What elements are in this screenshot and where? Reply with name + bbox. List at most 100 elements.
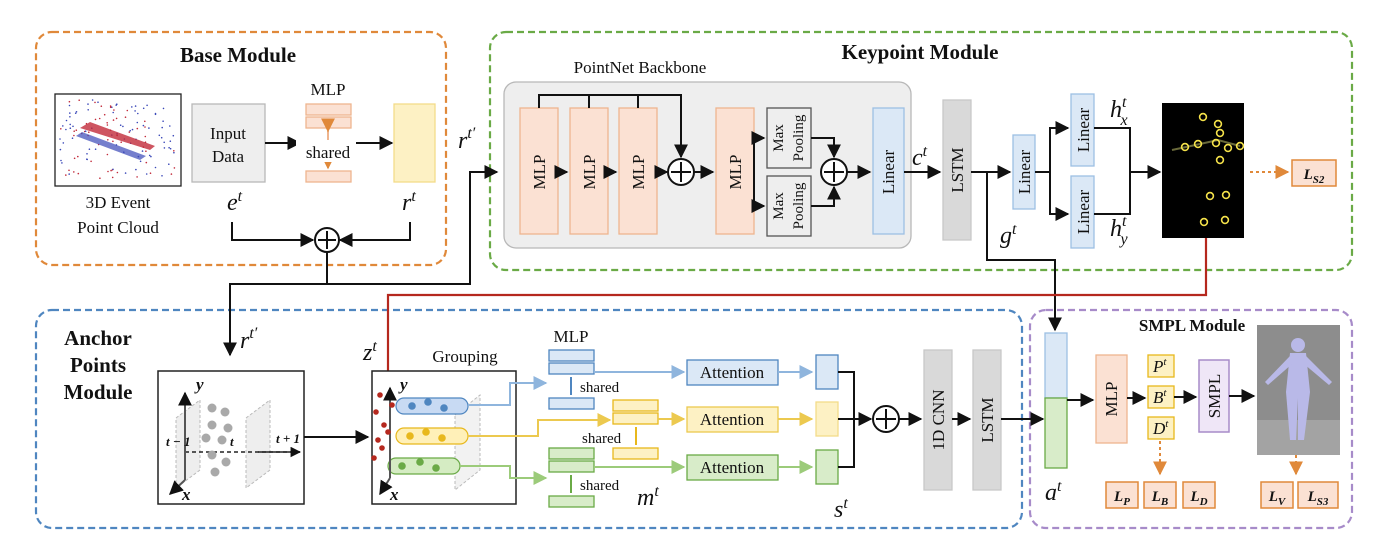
s-feature-green	[815, 449, 839, 485]
svg-text:Dt: Dt	[1152, 418, 1169, 438]
keypoint-module-title: Keypoint Module	[842, 40, 999, 64]
base-mlp-top	[305, 103, 352, 116]
r-t-symbol: rt	[402, 188, 416, 216]
svg-text:Pt: Pt	[1152, 356, 1167, 376]
s-t-symbol: st	[834, 495, 848, 523]
loss-ld: LD	[1182, 481, 1216, 509]
svg-text:LS3: LS3	[1307, 489, 1329, 508]
frames-axis-x: x	[181, 485, 191, 504]
pn-mlp-2: MLP	[580, 155, 599, 190]
grouping-axis-y: y	[398, 375, 408, 394]
loss-lp: LP	[1105, 481, 1139, 509]
svg-text:LS2: LS2	[1303, 167, 1325, 186]
kp-lstm-box	[942, 99, 972, 241]
m-t-symbol: mt	[637, 483, 659, 511]
point-cloud-caption-2: Point Cloud	[77, 218, 159, 237]
base-mlp-bottom	[305, 170, 352, 183]
event-point-cloud-image	[54, 93, 182, 187]
anchor-module-title-3: Module	[64, 380, 133, 404]
anchor-add-op	[872, 405, 900, 433]
r-prime-symbol-left: rt′	[240, 325, 258, 354]
pn-mlp-1: MLP	[530, 155, 549, 190]
pose-param-box: Pt	[1147, 354, 1175, 378]
attention-label-blue: Attention	[700, 363, 765, 382]
grouping-axis-x: x	[389, 485, 399, 504]
pn-linear-box	[872, 107, 905, 235]
anchor-mlp-label: MLP	[554, 327, 589, 346]
loss-lv: LV	[1260, 481, 1294, 509]
g-t-symbol: gt	[1000, 221, 1017, 249]
pointnet-add-op	[667, 158, 695, 186]
shape-param-box: Bt	[1147, 385, 1175, 409]
hy-linear-box	[1070, 175, 1095, 249]
hy-linear-label: Linear	[1074, 189, 1093, 234]
e-t-symbol: et	[227, 188, 243, 216]
anchor-lstm-label: LSTM	[978, 397, 997, 442]
base-add-op	[314, 227, 340, 253]
kp-linear-label: Linear	[1015, 149, 1034, 194]
base-feature-box	[393, 103, 436, 183]
base-shared-label: shared	[306, 143, 351, 162]
yellow-mlp-stack	[612, 399, 659, 460]
pool-label-2: Pooling	[791, 182, 807, 229]
smpl-render-image	[1257, 325, 1340, 455]
z-t-symbol: zt	[362, 338, 377, 366]
pn-linear-label: Linear	[879, 149, 898, 194]
pointnet-backbone-label: PointNet Backbone	[574, 58, 707, 77]
max-pooling-box-2	[766, 175, 812, 237]
loss-ls3: LS3	[1297, 481, 1339, 509]
frames-t-plus: t + 1	[276, 431, 300, 446]
smpl-block-label: SMPL	[1205, 374, 1224, 418]
max-label-2: Max	[771, 192, 787, 220]
attention-label-green: Attention	[700, 458, 765, 477]
grouping-label: Grouping	[432, 347, 498, 366]
r-prime-symbol-top: rt′	[458, 125, 476, 154]
attention-label-yellow: Attention	[700, 410, 765, 429]
anchor-lstm-box	[972, 349, 1002, 491]
green-shared-label: shared	[580, 478, 620, 494]
green-mlp-stack	[548, 447, 595, 508]
hx-linear-box	[1070, 93, 1095, 167]
c-t-symbol: ct	[912, 143, 928, 171]
hx-linear-label: Linear	[1074, 107, 1093, 152]
temporal-frames-panel	[157, 370, 305, 505]
frames-t-now: t	[230, 434, 234, 449]
point-cloud-caption-1: 3D Event	[86, 193, 151, 212]
base-mlp-label: MLP	[311, 80, 346, 99]
max-label-1: Max	[771, 124, 787, 152]
a-t-top-feature	[1044, 332, 1068, 399]
s-feature-blue	[815, 354, 839, 390]
loss-lb: LB	[1143, 481, 1177, 509]
yellow-shared-label: shared	[582, 431, 622, 447]
pooling-add-op	[820, 158, 848, 186]
input-data-label-1: Input	[210, 124, 246, 143]
a-t-symbol: at	[1045, 478, 1062, 506]
attention-box-green	[686, 454, 779, 481]
anchor-module-title-1: Anchor	[64, 326, 132, 350]
pn-mlp-3: MLP	[629, 155, 648, 190]
frames-axis-y: y	[194, 375, 204, 394]
svg-text:LP: LP	[1113, 489, 1130, 508]
max-pooling-box-1	[766, 107, 812, 169]
input-data-box	[191, 103, 266, 183]
pointnet-mlp-blocks	[519, 107, 755, 235]
base-module-title: Base Module	[180, 43, 296, 67]
attention-box-yellow	[686, 406, 779, 433]
keypoint-heatmap-image	[1162, 103, 1245, 238]
blue-mlp-stack	[548, 349, 595, 410]
svg-text:Bt: Bt	[1153, 387, 1167, 407]
smpl-module-frame	[1028, 308, 1354, 530]
svg-text:LD: LD	[1189, 489, 1207, 508]
frames-t-minus: t − 1	[166, 434, 191, 449]
pool-label-1: Pooling	[791, 114, 807, 161]
base-mlp-top2	[305, 116, 352, 129]
displacement-param-box: Dt	[1147, 416, 1175, 440]
s-feature-yellow	[815, 401, 839, 437]
pointnet-backbone-frame	[503, 81, 912, 249]
smpl-mlp-label: MLP	[1102, 382, 1121, 417]
cnn-label: 1D CNN	[929, 390, 948, 451]
kp-lstm-label: LSTM	[948, 147, 967, 192]
